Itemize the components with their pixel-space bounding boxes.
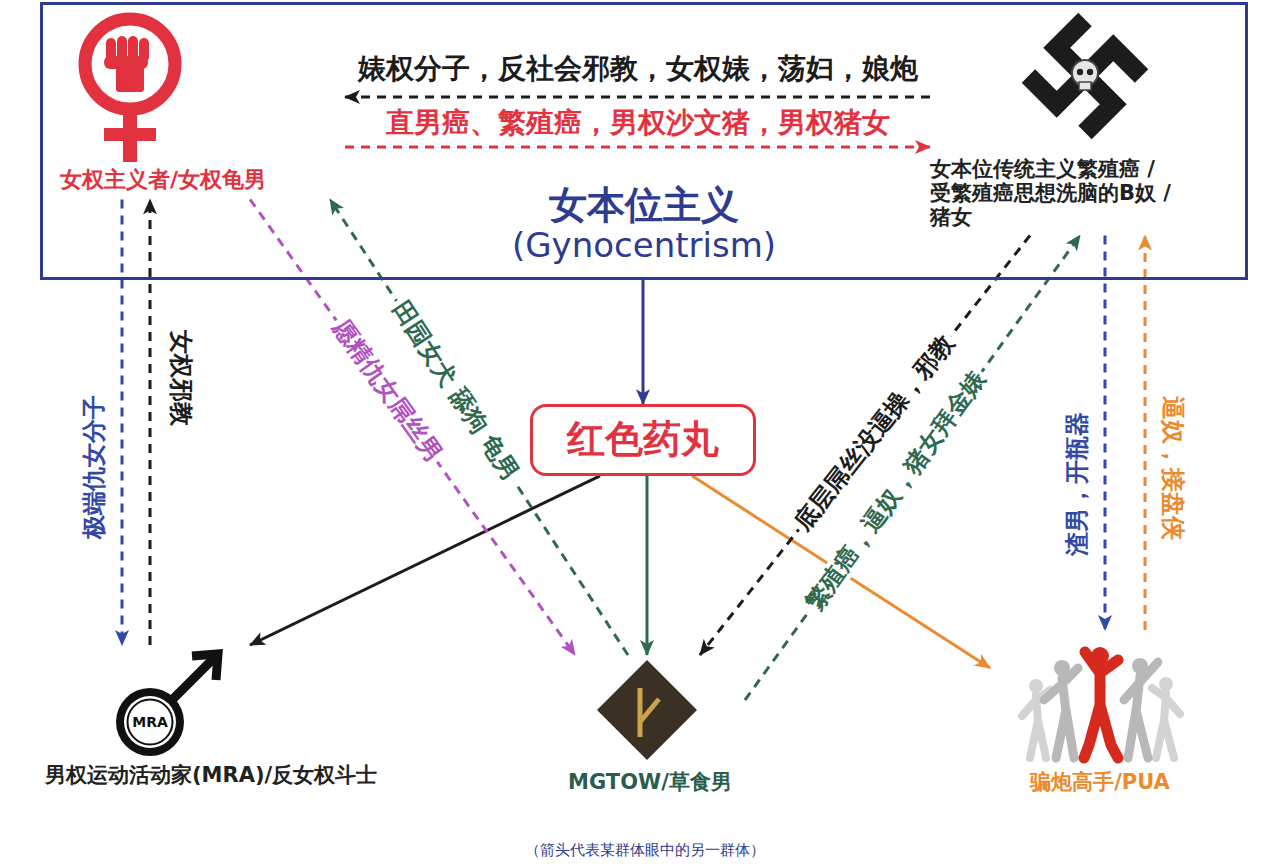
edge-label: 直男癌、繁殖癌，男权沙文猪，男权猪女 <box>383 107 893 139</box>
connector-arrow <box>250 199 575 655</box>
connector-arrow <box>121 199 124 645</box>
connector-arrow <box>345 146 930 149</box>
group-node: MRA 男权运动活动家(MRA)/反女权斗士 <box>35 645 465 794</box>
group-node: MGTOW/草食男 <box>555 655 745 801</box>
red-pill-box: 红色药丸 <box>530 404 756 476</box>
connector-arrow <box>642 280 645 404</box>
group-label: 女本位传统主义繁殖癌 /受繁殖癌思想洗脑的B奴 /猪女 <box>930 157 1180 229</box>
mra-symbol <box>116 654 218 756</box>
group-node: 女本位传统主义繁殖癌 /受繁殖癌思想洗脑的B奴 /猪女 <box>930 12 1180 235</box>
box-label: 红色药丸 <box>567 417 719 463</box>
group-label: MGTOW/草食男 <box>555 770 745 795</box>
edge-label: 渣男，开瓶器 <box>1064 409 1092 559</box>
connector-arrow <box>149 199 152 645</box>
diagram-subheading: (Gynocentrism) <box>43 227 1245 264</box>
edge-label: 极端仇女分子 <box>81 392 109 542</box>
gynocentrism-box: 女本位主义(Gynocentrism)女权主义者/女权龟男女本位传统主义繁殖癌 … <box>40 2 1248 280</box>
feminist-symbol <box>85 19 175 162</box>
group-node: 骗炮高手/PUA <box>990 630 1210 801</box>
connector-arrow <box>646 476 649 655</box>
group-label: 骗炮高手/PUA <box>990 770 1210 795</box>
badge-text: MRA <box>132 715 168 729</box>
group-label: 女权主义者/女权龟男 <box>60 167 340 193</box>
group-node: 女权主义者/女权龟男 <box>55 12 345 199</box>
connector-arrow <box>745 235 1080 700</box>
edge-label: 田园女犬 舔狗 龟男 <box>385 293 526 488</box>
mgtow-diamond <box>597 660 697 760</box>
connector-arrow <box>1144 235 1147 630</box>
connector-arrow <box>345 96 930 99</box>
figure-caption: （箭头代表某群体眼中的另一群体） <box>525 841 765 859</box>
edge-label: 逼奴，接盘侠 <box>1158 393 1186 543</box>
group-label: 男权运动活动家(MRA)/反女权斗士 <box>45 763 455 788</box>
edge-label: 女权邪教 <box>166 327 194 429</box>
connector-arrow <box>250 476 600 645</box>
dancers-illustration <box>1022 647 1180 758</box>
connector-arrow <box>1104 235 1107 630</box>
hooked-cross-symbol <box>1028 19 1141 132</box>
edge-label: 婊权分子，反社会邪教，女权婊，荡妇，娘炮 <box>355 53 921 85</box>
